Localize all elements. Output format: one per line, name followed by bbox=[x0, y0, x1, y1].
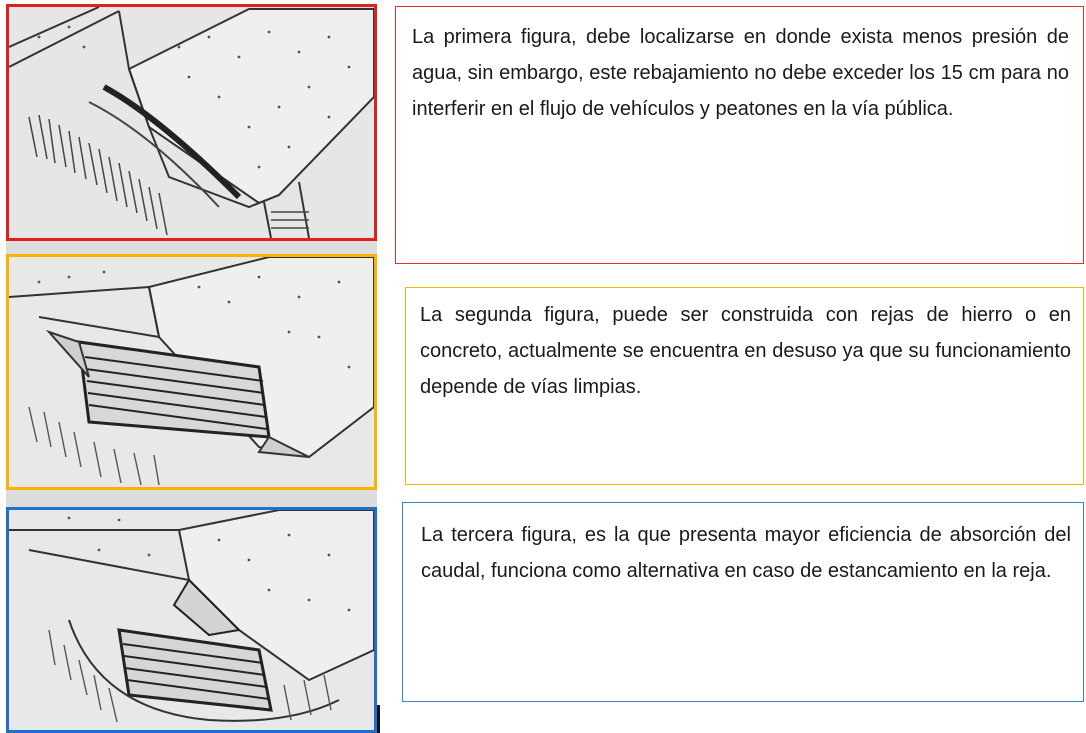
figure-1-caption: La primera figura, debe localizarse en d… bbox=[395, 6, 1084, 264]
edge-mark bbox=[377, 705, 380, 733]
figure-3-image bbox=[6, 507, 377, 733]
combined-inlet-sketch bbox=[9, 510, 374, 730]
curb-inlet-sketch bbox=[9, 7, 374, 238]
grate-inlet-sketch bbox=[9, 257, 374, 487]
photo-strip bbox=[6, 241, 377, 254]
figure-3-caption: La tercera figura, es la que presenta ma… bbox=[402, 502, 1084, 702]
photo-strip bbox=[6, 490, 377, 507]
figure-2-caption-text: La segunda figura, puede ser construida … bbox=[420, 304, 1071, 398]
figure-1-caption-text: La primera figura, debe localizarse en d… bbox=[412, 26, 1069, 120]
figure-2-caption: La segunda figura, puede ser construida … bbox=[405, 287, 1084, 485]
figure-3-caption-text: La tercera figura, es la que presenta ma… bbox=[421, 524, 1071, 582]
figure-2-image bbox=[6, 254, 377, 490]
figure-1-image bbox=[6, 4, 377, 241]
